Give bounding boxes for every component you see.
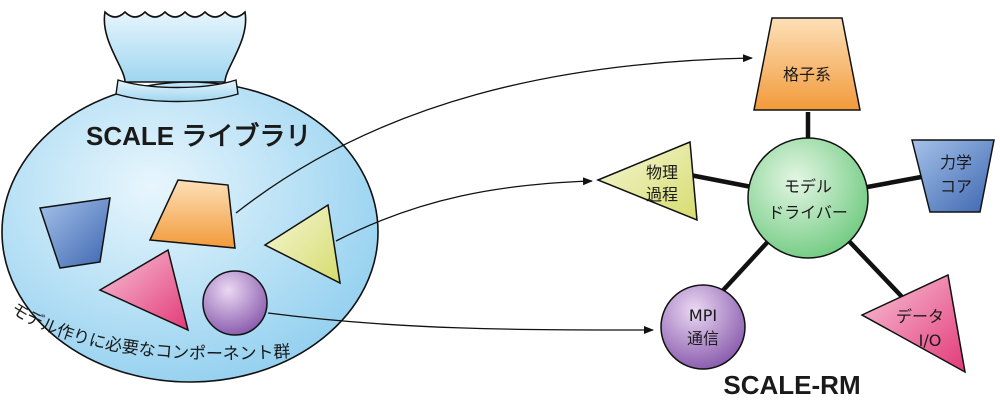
node-data-io: [860, 273, 967, 374]
bag-tie: [115, 79, 239, 103]
arrow-to-mpi: [267, 312, 654, 334]
bag-blue-trapezoid: [39, 197, 111, 269]
bag-yellow-triangle: [263, 203, 341, 285]
node-physics-line2: 過程: [646, 185, 678, 204]
bag-purple-circle: [202, 270, 268, 336]
node-physics: [596, 140, 698, 222]
node-dynamics-line1: 力学: [940, 153, 972, 172]
node-center-line1: モデル: [784, 177, 832, 196]
node-grid-label: 格子系: [783, 65, 831, 84]
node-center-line2: ドライバー: [768, 203, 848, 222]
node-grid: [753, 17, 861, 111]
arrow-to-grid: [235, 54, 753, 214]
arrows: [235, 54, 753, 334]
node-center: [747, 137, 869, 259]
node-dynamics-line2: コア: [940, 177, 972, 196]
node-mpi-line2: 通信: [687, 329, 719, 348]
bag-orange-trapezoid: [148, 179, 236, 249]
node-mpi: [660, 284, 746, 370]
node-mpi-line1: MPI: [689, 306, 717, 325]
model-title: SCALE-RM: [723, 370, 860, 400]
arrow-to-physics: [335, 177, 593, 242]
node-data-io-line2: I/O: [919, 331, 942, 350]
node-physics-line1: 物理: [646, 163, 678, 182]
bag-neck: [103, 10, 247, 83]
library-title: SCALE ライブラリ: [86, 121, 311, 151]
bag-pink-triangle: [98, 248, 190, 332]
node-data-io-line1: データ: [896, 307, 944, 326]
node-dynamics: [911, 139, 995, 213]
